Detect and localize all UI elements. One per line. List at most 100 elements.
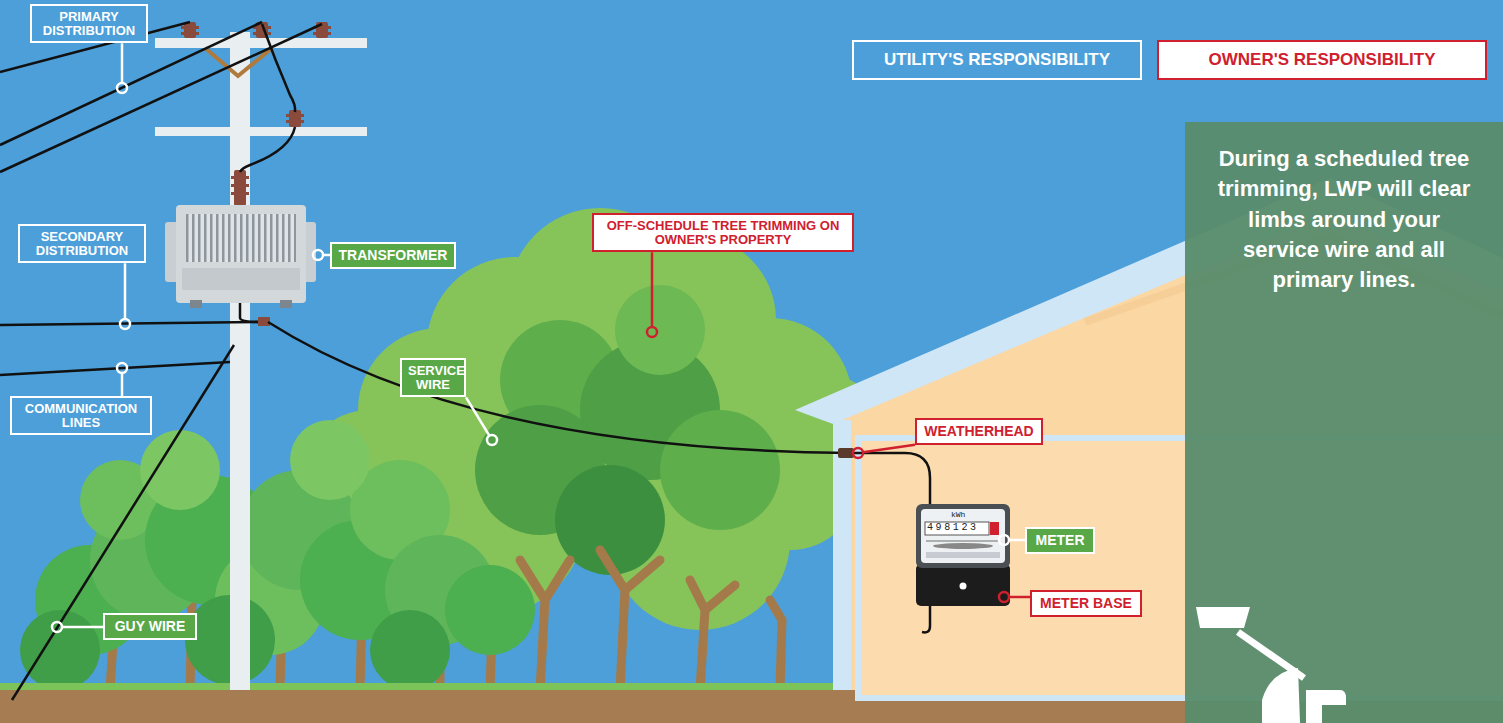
overhead-lines	[262, 24, 295, 112]
transformer	[176, 205, 306, 303]
leader-dot	[117, 363, 127, 373]
leader-line	[466, 397, 489, 435]
transformer	[190, 300, 202, 308]
utility-pole	[155, 32, 367, 690]
big-tree	[660, 410, 780, 530]
electric-meter	[916, 504, 1010, 606]
tree-trunks	[705, 585, 735, 610]
label-text: OFF-SCHEDULE TREE TRIMMING ON OWNER'S PR…	[600, 219, 846, 246]
insulators	[234, 170, 246, 206]
leader-dot	[999, 592, 1009, 602]
label-text: METER	[1033, 533, 1087, 548]
service-wire-line	[268, 322, 850, 453]
leader-dot	[647, 327, 657, 337]
front-trees	[20, 610, 100, 690]
leader-line	[124, 263, 127, 319]
owner-label: WEATHERHEAD	[915, 418, 1043, 445]
equipment-label: GUY WIRE	[103, 613, 197, 640]
unit-label: kWh	[951, 510, 965, 520]
insulators	[184, 22, 196, 38]
transformer	[280, 300, 292, 308]
insulators	[253, 32, 271, 35]
leader-dot	[853, 448, 863, 458]
tree-trunks	[625, 560, 660, 590]
tree-trunks	[770, 600, 782, 690]
line-label: PRIMARY DISTRIBUTION	[30, 4, 148, 43]
legend-box: OWNER'S RESPONSIBILITY	[1157, 40, 1487, 80]
electric-meter	[925, 522, 989, 535]
leader-dot	[120, 319, 130, 329]
overhead-lines	[240, 127, 295, 172]
utility-pole	[155, 38, 367, 48]
front-trees	[140, 430, 220, 510]
electric-meter	[990, 522, 999, 535]
label-text: PRIMARY DISTRIBUTION	[38, 10, 140, 37]
tree-trunks	[690, 580, 705, 690]
label-text: COMMUNICATION LINES	[18, 402, 144, 429]
insulators	[313, 32, 331, 35]
legend-text: UTILITY'S RESPONSIBILITY	[884, 50, 1110, 70]
leader-line	[863, 445, 915, 453]
overhead-lines	[0, 22, 322, 700]
insulators	[181, 32, 199, 35]
insulators	[286, 114, 304, 117]
legend-box: UTILITY'S RESPONSIBILITY	[852, 40, 1142, 80]
front-trees	[370, 610, 450, 690]
meter-reading: 498123	[927, 522, 979, 534]
overhead-lines	[0, 362, 230, 375]
leader-dot	[52, 622, 62, 632]
leader-dot	[117, 83, 127, 93]
leader-dot	[487, 435, 497, 445]
owner-label: METER BASE	[1030, 590, 1142, 617]
transformer	[165, 205, 316, 326]
label-text: WEATHERHEAD	[923, 424, 1035, 439]
electric-meter	[926, 552, 1000, 558]
info-panel: During a scheduled tree trimming, LWP wi…	[1185, 122, 1503, 723]
transformer	[258, 317, 270, 326]
leader-line	[1009, 596, 1030, 599]
leader-line	[651, 252, 654, 327]
front-trees	[445, 565, 535, 655]
insulators	[231, 176, 249, 179]
label-text: SERVICE WIRE	[408, 364, 458, 391]
electric-meter	[933, 543, 993, 549]
weatherhead-fitting	[838, 448, 854, 458]
electric-meter	[916, 504, 1010, 568]
legend-text: OWNER'S RESPONSIBILITY	[1209, 50, 1436, 70]
equipment-label: METER	[1025, 527, 1095, 554]
leader-line	[62, 626, 103, 629]
label-text: During a scheduled tree trimming, LWP wi…	[1211, 144, 1477, 296]
insulators	[181, 26, 199, 29]
transformer	[182, 268, 300, 290]
label-text: METER BASE	[1038, 596, 1134, 611]
equipment-label: SERVICE WIRE	[400, 358, 466, 397]
front-trees	[290, 420, 370, 500]
leader-dot	[313, 250, 323, 260]
owner-label: OFF-SCHEDULE TREE TRIMMING ON OWNER'S PR…	[592, 213, 854, 252]
tree-trunks	[545, 560, 570, 600]
insulators	[231, 192, 249, 195]
leader-line	[1009, 539, 1025, 542]
insulators	[286, 120, 304, 123]
insulators	[289, 110, 301, 127]
equipment-label: TRANSFORMER	[330, 242, 456, 269]
line-label: SECONDARY DISTRIBUTION	[18, 224, 146, 263]
front-trees	[20, 420, 535, 690]
electric-meter	[921, 509, 1005, 563]
big-tree	[615, 285, 705, 375]
insulators	[231, 184, 249, 187]
electric-meter	[926, 540, 1000, 542]
utility-pole	[155, 127, 367, 136]
leader-line	[121, 373, 124, 396]
leader-dot	[999, 535, 1009, 545]
transformer	[186, 214, 296, 262]
house	[833, 420, 851, 690]
overhead-lines	[0, 24, 322, 172]
leader-line	[121, 43, 124, 83]
label-text: GUY WIRE	[111, 619, 189, 634]
electric-meter	[916, 564, 1010, 606]
label-text: SECONDARY DISTRIBUTION	[26, 230, 138, 257]
line-label: COMMUNICATION LINES	[10, 396, 152, 435]
